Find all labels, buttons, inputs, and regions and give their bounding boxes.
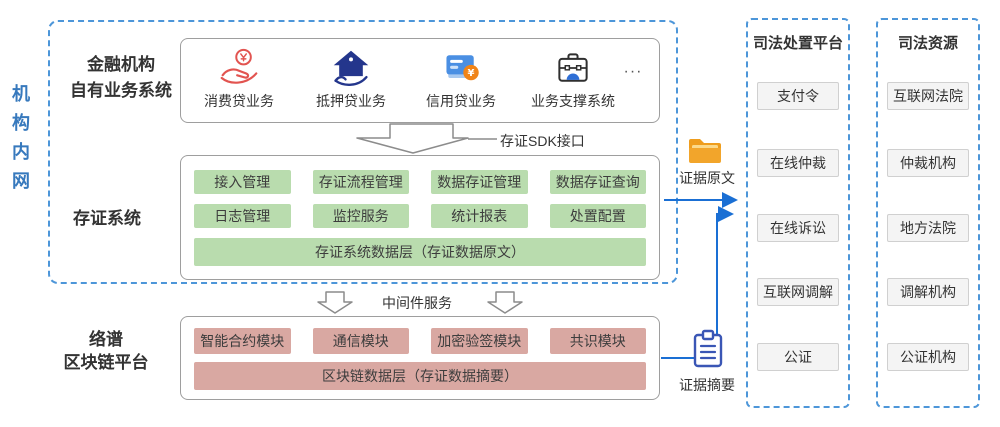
svg-text:¥: ¥ bbox=[468, 68, 475, 79]
judicial-item-internet-mediation: 互联网调解 bbox=[757, 278, 839, 306]
blockchain-platform-box: 智能合约模块 通信模块 加密验签模块 共识模块 区块链数据层（存证数据摘要） bbox=[180, 316, 660, 400]
more-systems-ellipsis: ··· bbox=[623, 63, 643, 80]
briefcase-icon bbox=[558, 53, 588, 82]
system-label: 抵押贷业务 bbox=[316, 93, 386, 109]
middleware-down-arrow-right bbox=[487, 291, 523, 314]
business-systems-box: 消费贷业务 抵押贷业务 ¥ 信用贷业务 bbox=[180, 38, 660, 123]
mortgage-loan-system: 抵押贷业务 bbox=[301, 48, 401, 111]
system-label: 业务支撑系统 bbox=[531, 93, 615, 109]
resource-item-arbitration-institution: 仲裁机构 bbox=[887, 149, 969, 177]
module-data-evidence-management: 数据存证管理 bbox=[431, 170, 528, 194]
module-data-evidence-query: 数据存证查询 bbox=[549, 170, 646, 194]
financial-title-line2: 自有业务系统 bbox=[70, 81, 172, 100]
middleware-service-label: 中间件服务 bbox=[382, 295, 452, 311]
business-support-system: 业务支撑系统 bbox=[523, 48, 623, 111]
consumer-loan-system: 消费贷业务 bbox=[189, 48, 289, 111]
system-label: 消费贷业务 bbox=[204, 93, 274, 109]
blockchain-platform-title: 络谱 区块链平台 bbox=[46, 328, 166, 374]
folder-icon bbox=[689, 139, 721, 163]
evidence-system-data-layer: 存证系统数据层（存证数据原文） bbox=[194, 238, 646, 266]
module-log-management: 日志管理 bbox=[194, 204, 291, 228]
hand-coin-icon bbox=[220, 48, 258, 84]
module-monitoring-service: 监控服务 bbox=[312, 204, 409, 228]
evidence-system-title: 存证系统 bbox=[73, 209, 141, 228]
resource-item-internet-court: 互联网法院 bbox=[887, 82, 969, 110]
judicial-resources-title: 司法资源 bbox=[897, 35, 958, 52]
module-access-management: 接入管理 bbox=[194, 170, 291, 194]
blockchain-data-layer: 区块链数据层（存证数据摘要） bbox=[194, 362, 646, 390]
blockchain-title-line2: 区块链平台 bbox=[63, 353, 149, 372]
financial-title-line1: 金融机构 bbox=[87, 55, 155, 74]
judicial-item-online-arbitration: 在线仲裁 bbox=[757, 149, 839, 177]
evidence-digest-label: 证据摘要 bbox=[679, 377, 735, 393]
house-loan-icon bbox=[333, 50, 369, 86]
system-label: 信用贷业务 bbox=[426, 93, 496, 109]
financial-institution-title: 金融机构 自有业务系统 bbox=[56, 52, 186, 104]
module-smart-contract: 智能合约模块 bbox=[194, 328, 291, 354]
judicial-resources-box: 司法资源 互联网法院 仲裁机构 地方法院 调解机构 公证机构 bbox=[876, 18, 980, 408]
clipboard-icon bbox=[693, 329, 723, 368]
credit-card-icon: ¥ bbox=[446, 55, 479, 81]
module-crypto-verification: 加密验签模块 bbox=[431, 328, 528, 354]
judicial-item-payment-order: 支付令 bbox=[757, 82, 839, 110]
middleware-down-arrow-left bbox=[317, 291, 353, 314]
resource-item-local-court: 地方法院 bbox=[887, 214, 969, 242]
judicial-platform-title: 司法处置平台 bbox=[752, 35, 843, 52]
evidence-original-label: 证据原文 bbox=[679, 170, 735, 186]
intranet-network-label: 机构内网 bbox=[10, 84, 30, 200]
module-statistics-report: 统计报表 bbox=[431, 204, 528, 228]
blockchain-title-line1: 络谱 bbox=[89, 330, 123, 349]
credit-loan-system: ¥ 信用贷业务 bbox=[411, 48, 511, 111]
judicial-disposal-platform-box: 司法处置平台 支付令 在线仲裁 在线诉讼 互联网调解 公证 bbox=[746, 18, 850, 408]
module-disposal-config: 处置配置 bbox=[549, 204, 646, 228]
evidence-system-box: 接入管理 存证流程管理 数据存证管理 数据存证查询 日志管理 监控服务 统计报表… bbox=[180, 155, 660, 280]
module-consensus: 共识模块 bbox=[549, 328, 646, 354]
resource-item-notary-institution: 公证机构 bbox=[887, 343, 969, 371]
resource-item-mediation-institution: 调解机构 bbox=[887, 278, 969, 306]
sdk-interface-label: 存证SDK接口 bbox=[500, 133, 585, 149]
module-communication: 通信模块 bbox=[312, 328, 409, 354]
intranet-boundary-box bbox=[48, 20, 678, 284]
judicial-item-online-litigation: 在线诉讼 bbox=[757, 214, 839, 242]
module-evidence-flow-management: 存证流程管理 bbox=[312, 170, 409, 194]
judicial-item-notarization: 公证 bbox=[757, 343, 839, 371]
